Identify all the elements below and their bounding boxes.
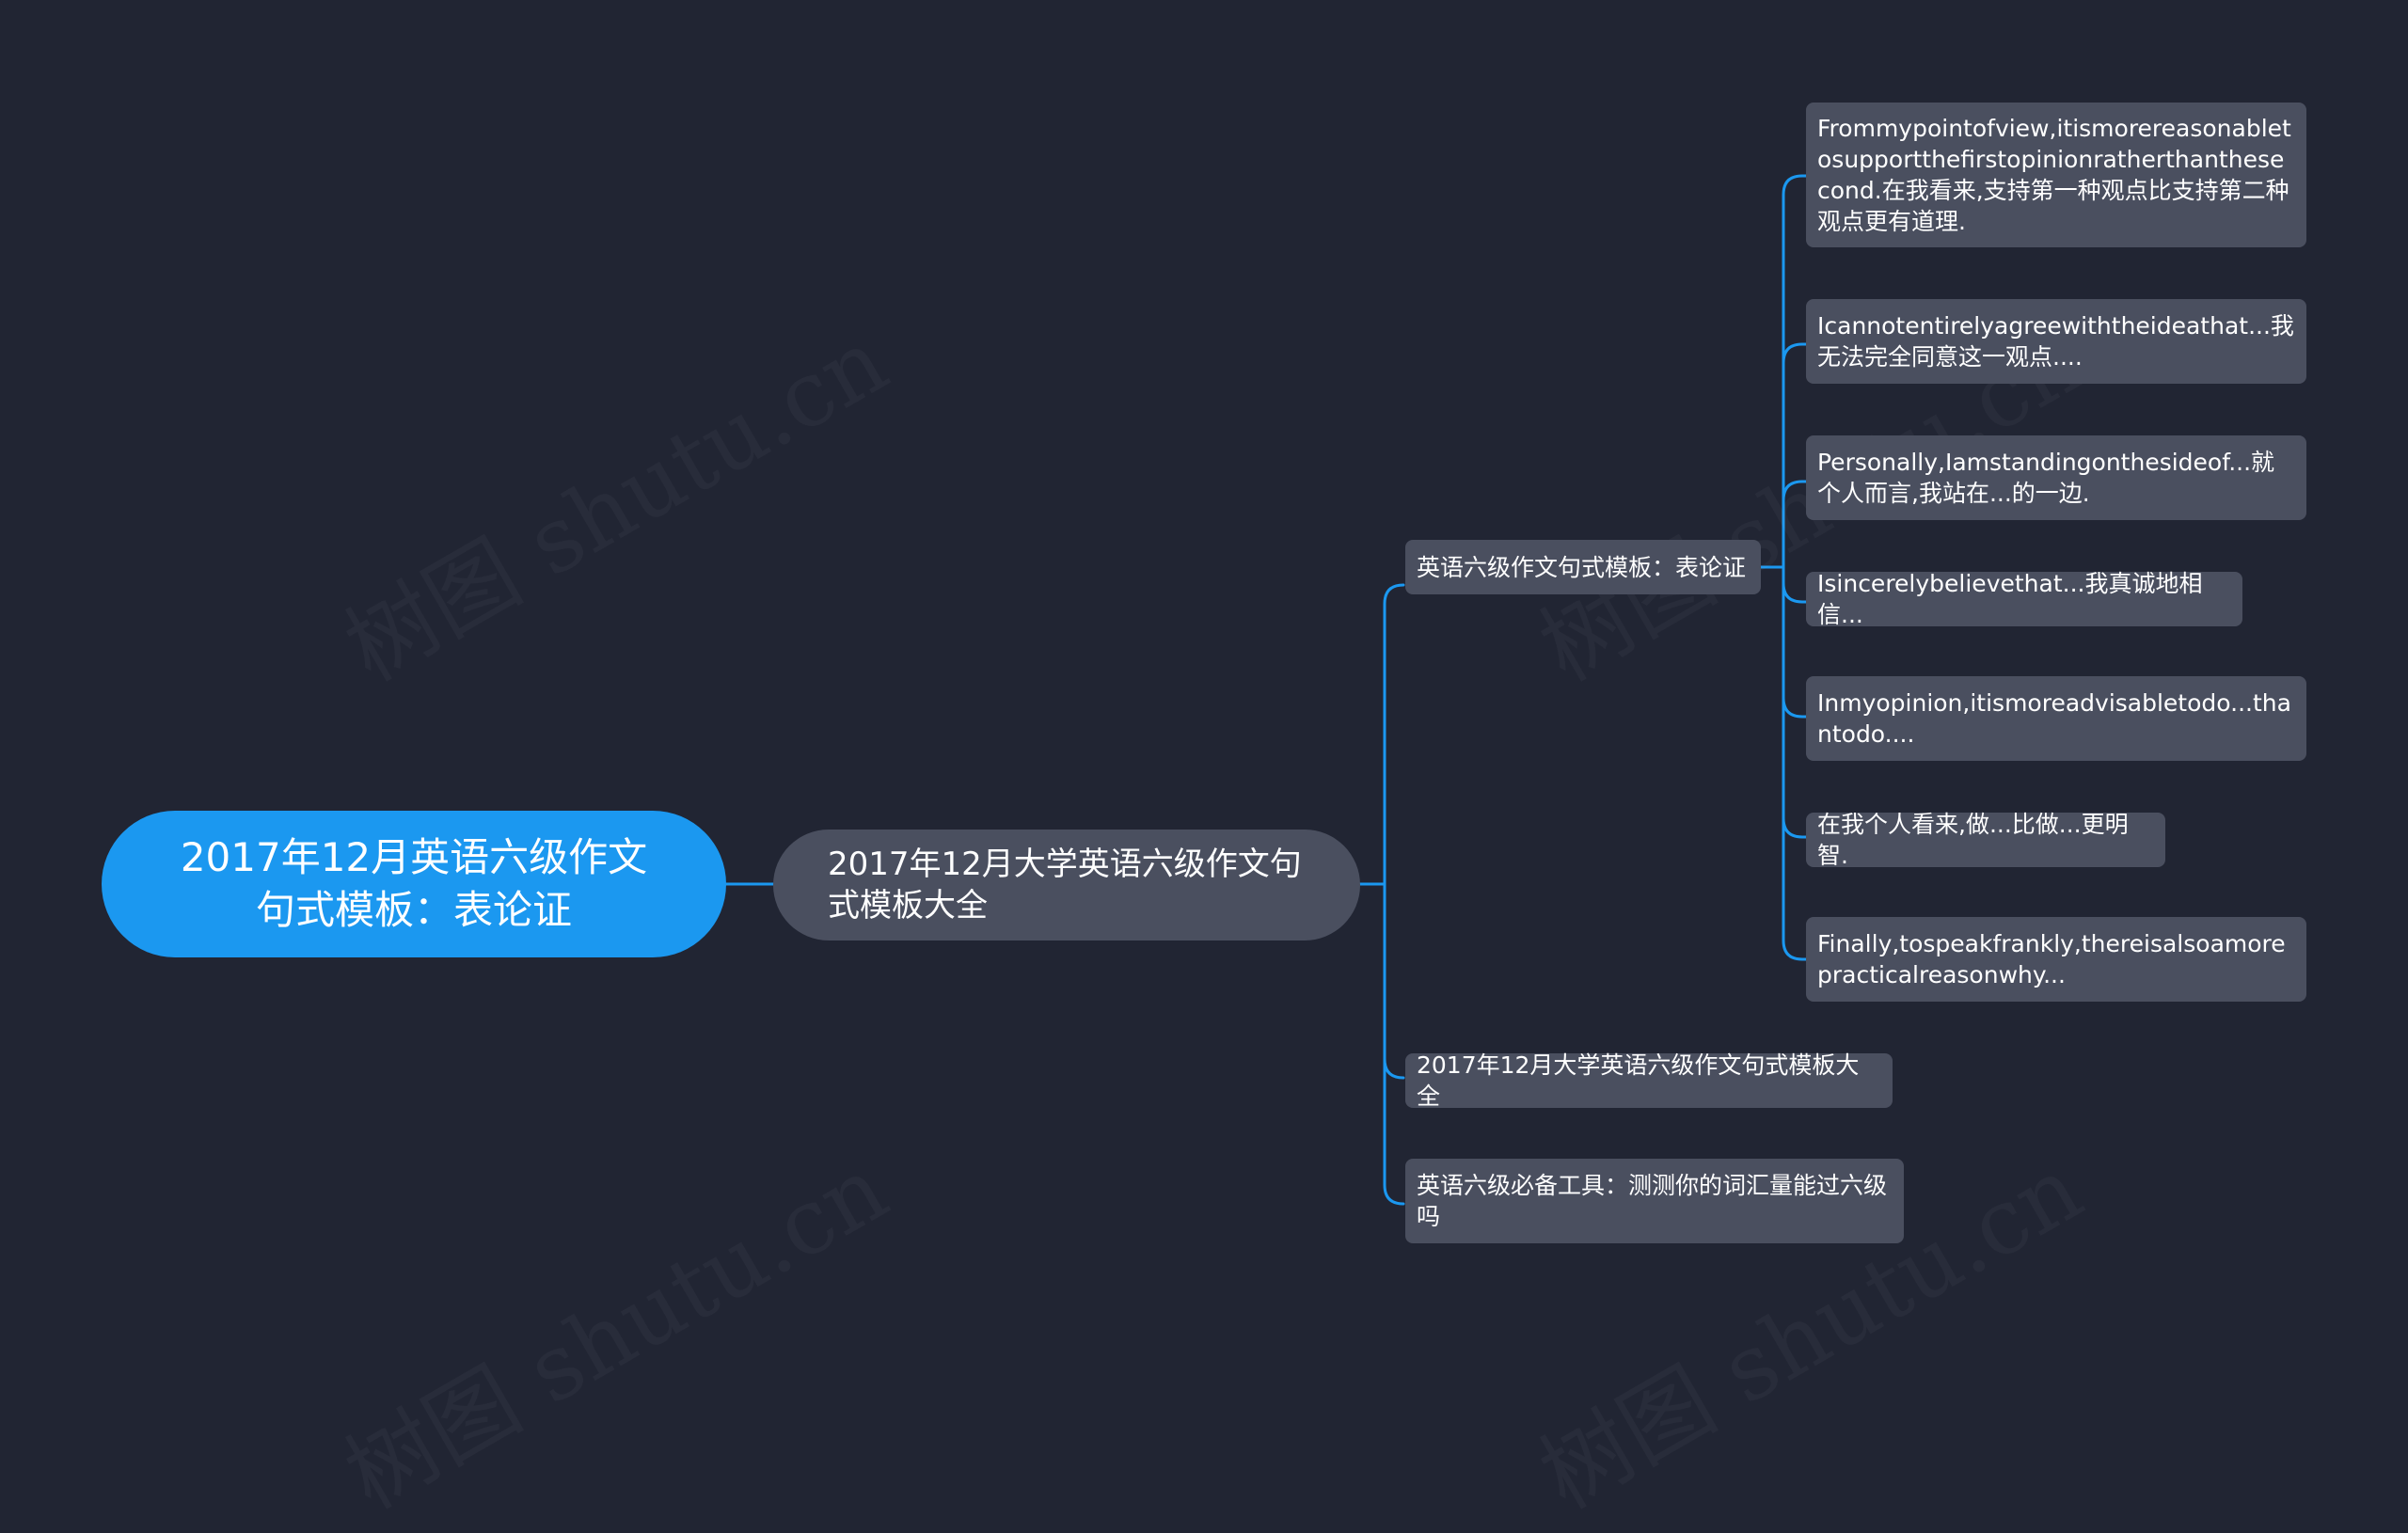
mind-map-canvas: 树图 shutu.cn 树图 shutu.cn 树图 shutu.cn 树图 s… bbox=[102, 103, 2306, 1243]
connector-line bbox=[1782, 342, 1808, 569]
branch-node[interactable]: 2017年12月大学英语六级作文句式模板大全 bbox=[773, 830, 1360, 940]
connector-line bbox=[1782, 565, 1808, 719]
leaf-label: Frommypointofview,itismorereasonabletosu… bbox=[1817, 115, 2291, 235]
leaf-node[interactable]: Isincerelybelievethat...我真诚地相信... bbox=[1806, 570, 2242, 628]
subtopic-label: 英语六级必备工具：测测你的词汇量能过六级吗 bbox=[1417, 1172, 1888, 1230]
leaf-node[interactable]: Personally,Iamstandingonthesideof...就个人而… bbox=[1806, 435, 2306, 520]
branch-label: 2017年12月大学英语六级作文句式模板大全 bbox=[828, 846, 1302, 925]
leaf-node[interactable]: Icannotentirelyagreewiththeideathat...我无… bbox=[1806, 299, 2306, 384]
subtopic-node[interactable]: 英语六级作文句式模板：表论证 bbox=[1405, 540, 1761, 594]
connector-line bbox=[1383, 882, 1405, 1206]
connector-line bbox=[1782, 174, 1808, 569]
leaf-label: Inmyopinion,itismoreadvisabletodo...than… bbox=[1817, 689, 2291, 748]
leaf-node[interactable]: 在我个人看来,做...比做...更明智. bbox=[1806, 811, 2165, 869]
leaf-label: Finally,tospeakfrankly,thereisalsoamorep… bbox=[1817, 930, 2286, 988]
connector-line bbox=[1383, 882, 1405, 1080]
subtopic-label: 2017年12月大学英语六级作文句式模板大全 bbox=[1417, 1051, 1860, 1110]
root-label: 2017年12月英语六级作文句式模板：表论证 bbox=[180, 834, 648, 933]
connector-line bbox=[1782, 565, 1808, 604]
connector-line bbox=[1782, 480, 1808, 569]
connector-line bbox=[1782, 565, 1808, 961]
leaf-label: 在我个人看来,做...比做...更明智. bbox=[1817, 811, 2129, 869]
connector-lines bbox=[724, 174, 1808, 1206]
leaf-node[interactable]: Inmyopinion,itismoreadvisabletodo...than… bbox=[1806, 676, 2306, 761]
leaf-label: Isincerelybelievethat...我真诚地相信... bbox=[1817, 570, 2203, 628]
leaf-label: Icannotentirelyagreewiththeideathat...我无… bbox=[1817, 312, 2294, 371]
subtopic-node[interactable]: 英语六级必备工具：测测你的词汇量能过六级吗 bbox=[1405, 1159, 1904, 1243]
connector-line bbox=[1383, 583, 1405, 886]
leaf-node[interactable]: Finally,tospeakfrankly,thereisalsoamorep… bbox=[1806, 917, 2306, 1002]
leaf-node[interactable]: Frommypointofview,itismorereasonabletosu… bbox=[1806, 103, 2306, 247]
connector-line bbox=[1782, 565, 1808, 839]
leaf-label: Personally,Iamstandingonthesideof...就个人而… bbox=[1817, 449, 2275, 507]
subtopic-label: 英语六级作文句式模板：表论证 bbox=[1417, 553, 1747, 581]
root-node[interactable]: 2017年12月英语六级作文句式模板：表论证 bbox=[102, 811, 726, 957]
subtopic-node[interactable]: 2017年12月大学英语六级作文句式模板大全 bbox=[1405, 1051, 1893, 1110]
